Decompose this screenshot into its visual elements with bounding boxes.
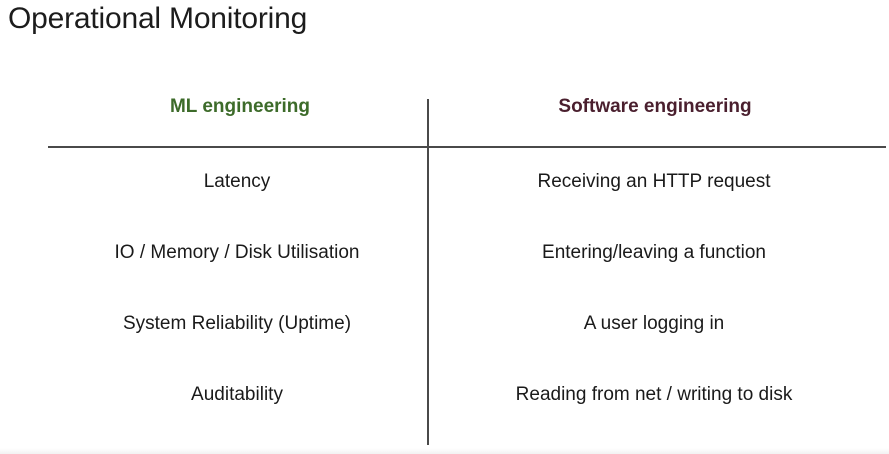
page-title: Operational Monitoring [8,2,308,35]
ml-row-latency: Latency [203,171,271,192]
software-row-io: Reading from net / writing to disk [515,384,793,405]
column-divider [427,99,429,445]
software-engineering-header: Software engineering [558,96,752,117]
software-row-http-request: Receiving an HTTP request [537,171,771,192]
ml-row-auditability: Auditability [191,384,283,405]
software-row-function: Entering/leaving a function [542,242,766,263]
ml-row-reliability: System Reliability (Uptime) [122,313,352,334]
ml-engineering-header: ML engineering [169,96,311,117]
software-row-login: A user logging in [583,313,725,334]
header-divider [48,146,886,148]
bottom-edge [0,448,889,454]
ml-row-utilisation: IO / Memory / Disk Utilisation [114,242,360,263]
